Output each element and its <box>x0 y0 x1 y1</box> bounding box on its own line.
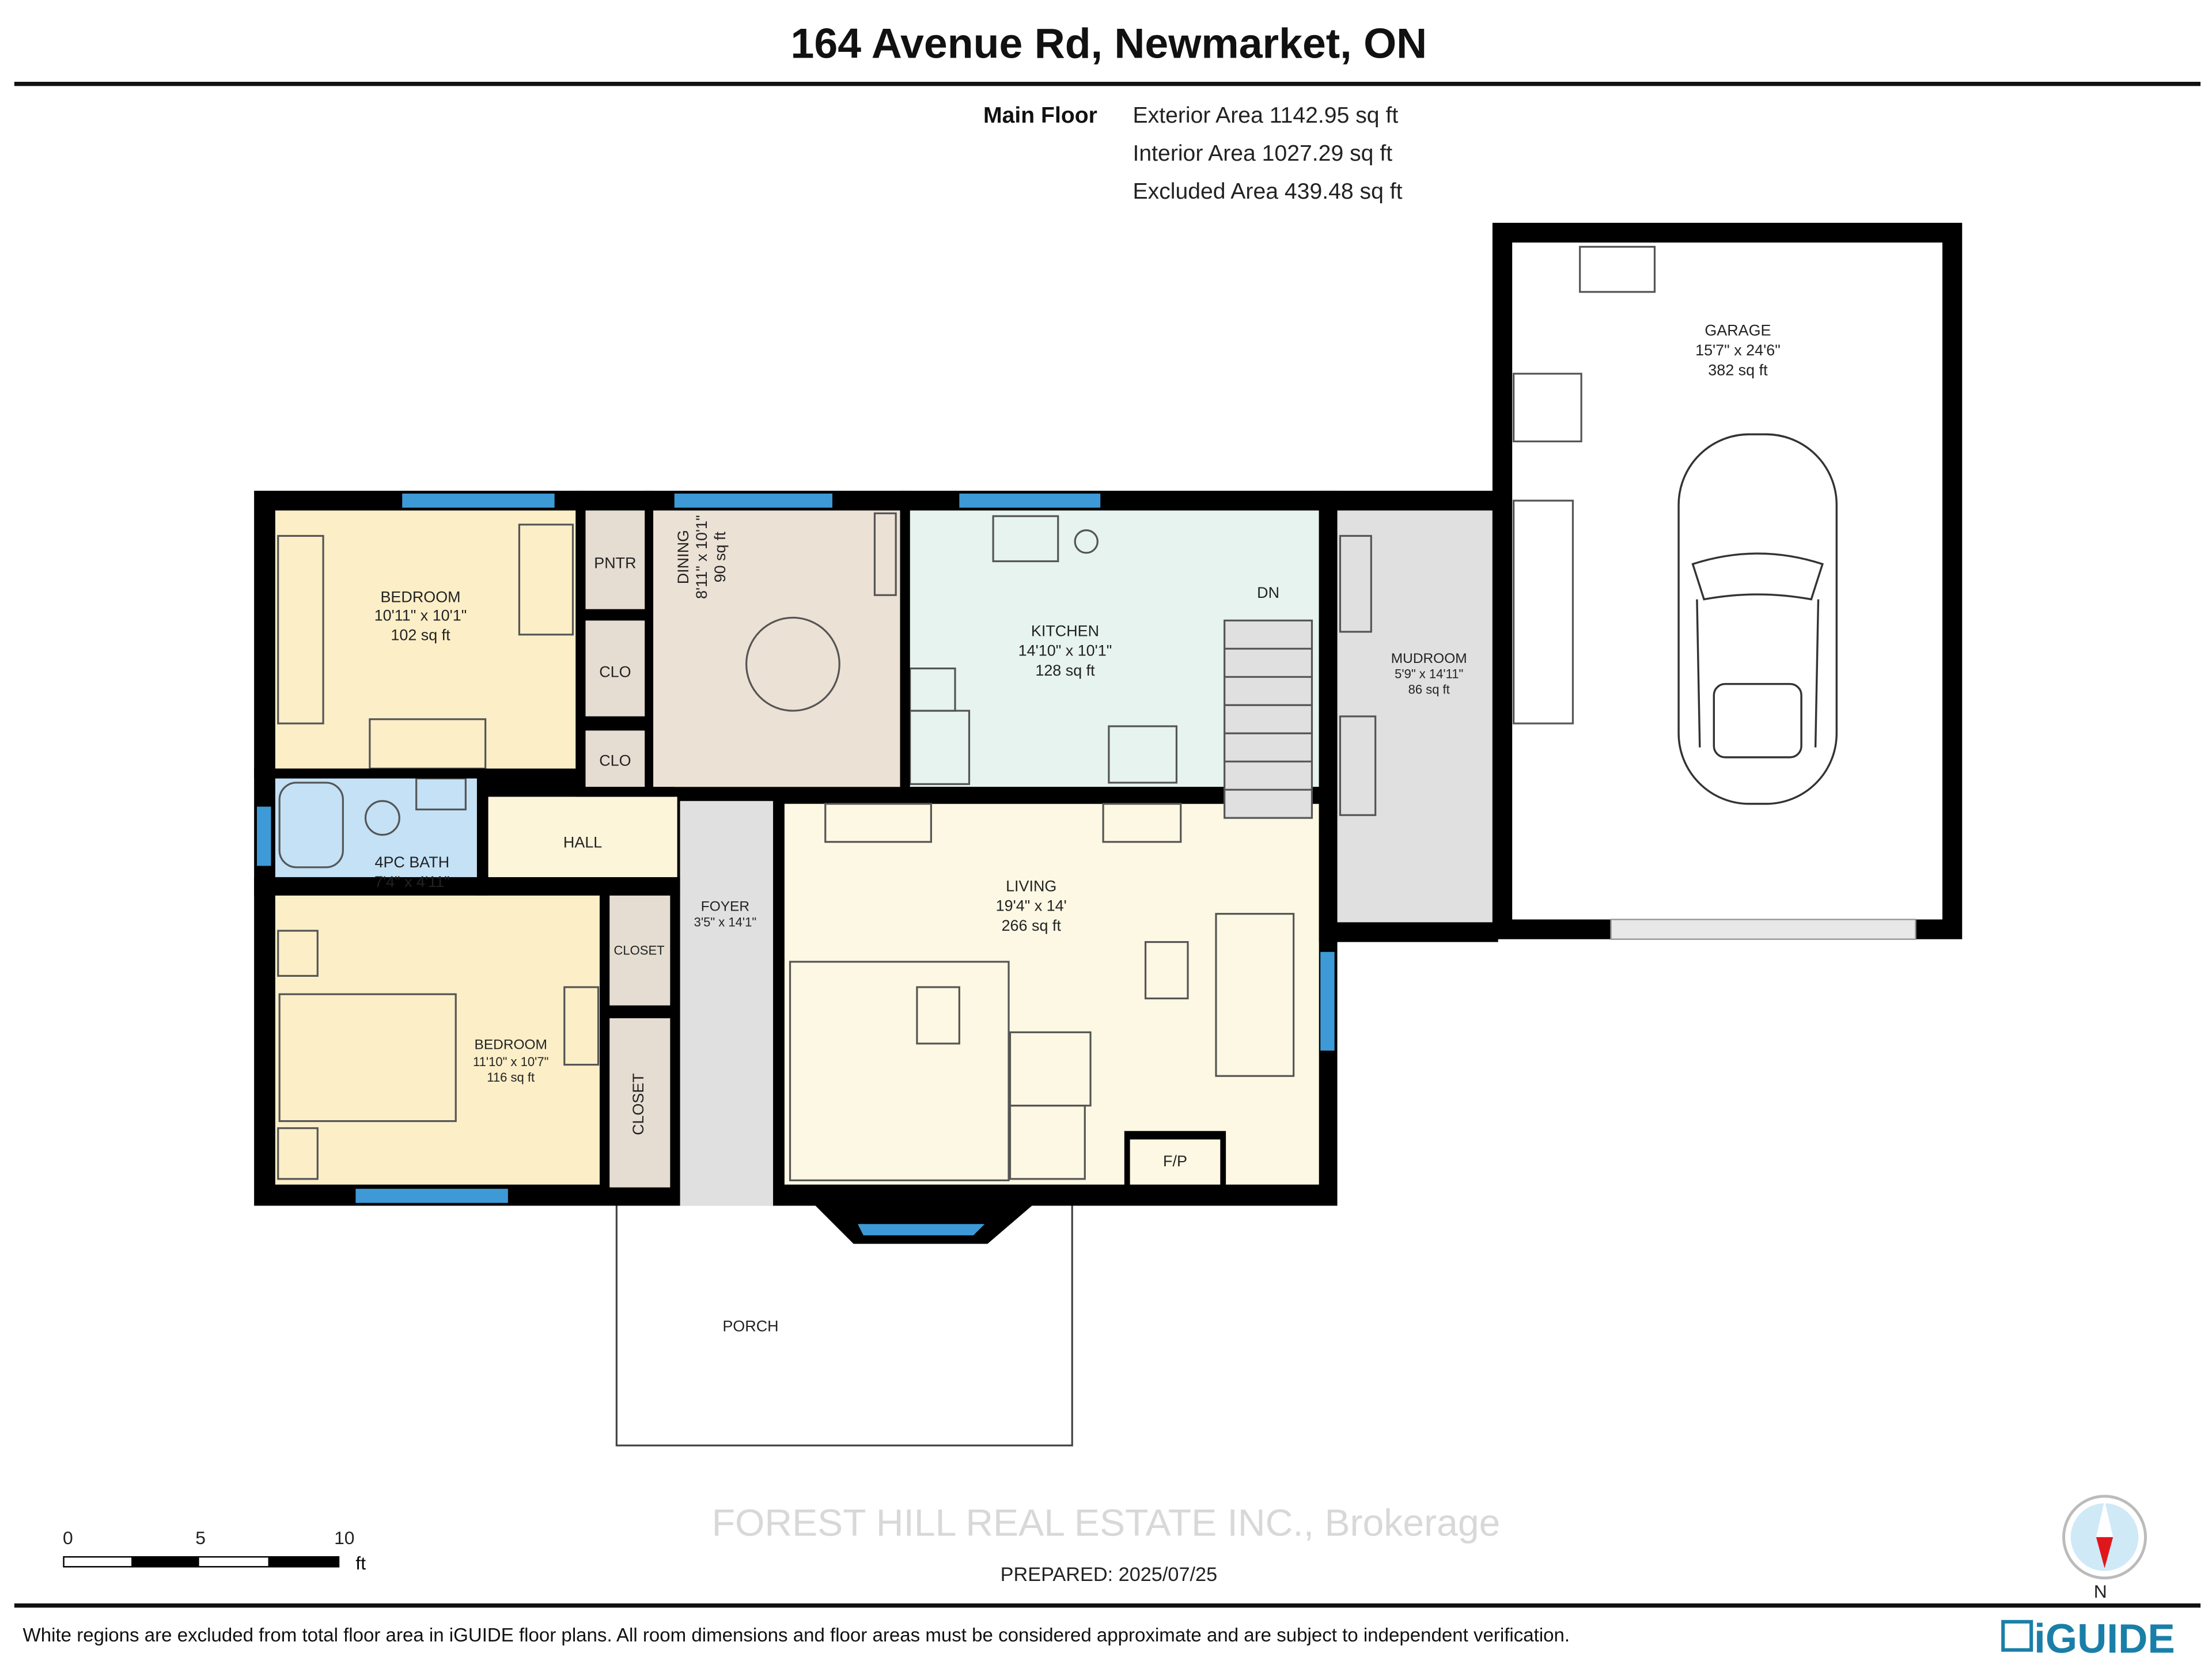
closet1-name: CLOSET <box>613 943 664 958</box>
room-clo-2 <box>585 730 645 787</box>
scale-tick-0: 0 <box>63 1527 73 1548</box>
room-clo-1 <box>585 620 645 716</box>
stairs <box>1224 619 1313 819</box>
furniture <box>277 512 1377 1181</box>
fireplace-inner <box>1130 1139 1221 1185</box>
compass-north-label: N <box>2094 1581 2107 1602</box>
kitchen-area: 128 sq ft <box>1035 662 1095 679</box>
garage-dims: 15'7" x 24'6" <box>1695 342 1781 359</box>
bedroom2-name: BEDROOM <box>475 1037 547 1053</box>
room-foyer <box>680 801 774 1206</box>
scale-tick-5: 5 <box>195 1527 206 1548</box>
exterior-area: Exterior Area 1142.95 sq ft <box>1133 103 1399 128</box>
car-icon <box>1677 433 1838 805</box>
dining-area: 90 sq ft <box>711 531 729 582</box>
hall-name: HALL <box>563 834 602 851</box>
room-hall <box>488 797 677 879</box>
bedroom1-area: 102 sq ft <box>391 627 450 644</box>
interior-walls <box>254 491 910 1206</box>
room-closet-1 <box>609 895 671 1006</box>
garage-shelf <box>1579 245 1656 293</box>
garage-bench <box>1513 499 1574 725</box>
room-dining <box>653 510 900 787</box>
iguide-logo: iGUIDE <box>2001 1617 2175 1657</box>
prepared-date: PREPARED: 2025/07/25 <box>1001 1564 1218 1586</box>
page-title: 164 Avenue Rd, Newmarket, ON <box>791 20 1427 67</box>
garage-area: 382 sq ft <box>1708 361 1768 378</box>
compass-icon <box>2062 1495 2147 1580</box>
closet2-name: CLOSET <box>630 1073 647 1135</box>
stair-treads <box>1224 647 1312 791</box>
scale-unit: ft <box>355 1553 366 1573</box>
room-garage <box>1512 242 1942 920</box>
bedroom1-dims: 10'11" x 10'1" <box>374 606 467 624</box>
scale-tick-10: 10 <box>334 1527 354 1548</box>
garage-cabinet <box>1513 373 1582 442</box>
kitchen-name: KITCHEN <box>1031 622 1099 639</box>
clo1-name: CLO <box>599 663 631 680</box>
garage-name: GARAGE <box>1705 322 1771 339</box>
pantry-name: PNTR <box>594 555 636 572</box>
clo2-name: CLO <box>599 752 631 769</box>
logo-text: iGUIDE <box>2034 1617 2175 1657</box>
bath-name: 4PC BATH <box>375 854 450 871</box>
room-bedroom-2 <box>275 895 600 1185</box>
watermark: FOREST HILL REAL ESTATE INC., Brokerage <box>712 1501 1501 1544</box>
bedroom2-dims: 11'10" x 10'7" <box>473 1055 548 1069</box>
dining-dims: 8'11" x 10'1" <box>693 515 710 599</box>
bedroom1-name: BEDROOM <box>380 589 460 606</box>
living-area: 266 sq ft <box>1002 917 1062 934</box>
header-rule <box>14 82 2201 86</box>
room-bath <box>275 778 477 877</box>
living-name: LIVING <box>1006 877 1056 894</box>
room-closet-2 <box>609 1018 671 1188</box>
disclaimer: White regions are excluded from total fl… <box>23 1625 1570 1646</box>
mudroom-area: 86 sq ft <box>1408 682 1450 697</box>
bay-window-glass <box>858 1224 985 1235</box>
room-pantry <box>585 510 645 609</box>
bath-dims: 7'4" x 4'11" <box>374 873 450 890</box>
mudroom-dims: 5'9" x 14'11" <box>1395 667 1463 681</box>
room-bedroom-1 <box>275 510 576 769</box>
porch <box>615 1201 1073 1447</box>
room-living <box>784 803 1319 1185</box>
excluded-area: Excluded Area 439.48 sq ft <box>1133 179 1403 204</box>
stairs-label: DN <box>1257 584 1279 601</box>
kitchen-dims: 14'10" x 10'1" <box>1018 642 1112 659</box>
floor-label: Main Floor <box>983 103 1097 128</box>
foyer-dims: 3'5" x 14'1" <box>694 915 757 930</box>
bedroom2-area: 116 sq ft <box>487 1070 535 1085</box>
living-dims: 19'4" x 14' <box>996 897 1067 915</box>
fireplace-label: F/P <box>1163 1152 1187 1170</box>
room-labels: BEDROOM 10'11" x 10'1" 102 sq ft PNTR CL… <box>374 322 1781 1170</box>
dining-name: DINING <box>675 530 692 584</box>
footer-rule <box>14 1603 2201 1608</box>
garage-door <box>1610 919 1916 940</box>
porch-label: PORCH <box>722 1317 778 1334</box>
interior-area: Interior Area 1027.29 sq ft <box>1133 141 1393 166</box>
scale-bar: 0 5 10 ft <box>63 1527 366 1573</box>
mudroom-name: MUDROOM <box>1391 651 1467 666</box>
foyer-name: FOYER <box>701 899 749 915</box>
